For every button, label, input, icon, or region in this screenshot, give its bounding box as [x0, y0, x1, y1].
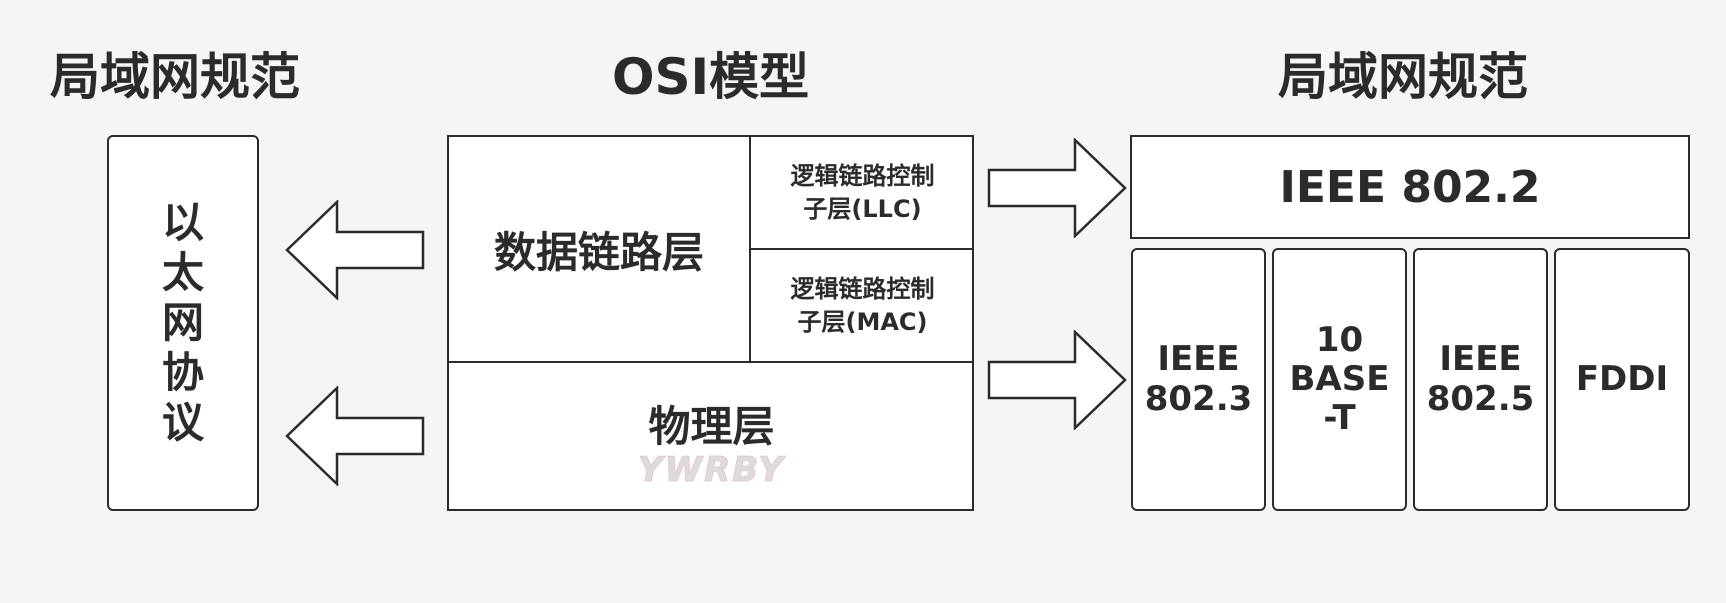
standard-line: 802.3 [1144, 378, 1253, 419]
osi-model-block: 数据链路层 逻辑链路控制 子层(LLC) 逻辑链路控制 子层(MAC) 物理层 … [447, 135, 974, 511]
ieee-802-3-box: IEEE 802.3 [1131, 248, 1266, 511]
arrow-right-icon [987, 138, 1127, 238]
fddi-box: FDDI [1554, 248, 1690, 511]
ethernet-protocol-char: 以 [161, 198, 204, 247]
llc-line1: 逻辑链路控制 [790, 162, 935, 191]
mac-line2: 子层(MAC) [797, 307, 928, 336]
10base-t-box: 10 BASE -T [1272, 248, 1407, 511]
right-title: 局域网规范 [1278, 48, 1528, 106]
data-link-layer: 数据链路层 [493, 227, 704, 277]
ethernet-protocol-char: 网 [161, 298, 204, 347]
llc-sublayer: 逻辑链路控制 子层(LLC) [751, 137, 974, 248]
ethernet-protocol-char: 太 [161, 248, 204, 297]
standard-line: FDDI [1575, 358, 1669, 399]
standard-line: -T [1323, 398, 1356, 439]
ieee-802-5-box: IEEE 802.5 [1413, 248, 1548, 511]
center-title: OSI模型 [612, 48, 810, 106]
llc-line2: 子层(LLC) [803, 194, 922, 223]
arrow-right-icon [987, 330, 1127, 430]
physical-layer: 物理层 [648, 401, 775, 451]
standard-line: 802.5 [1426, 378, 1535, 419]
ethernet-protocol-char: 议 [161, 398, 204, 447]
mac-sublayer: 逻辑链路控制 子层(MAC) [751, 250, 974, 361]
mac-line1: 逻辑链路控制 [790, 275, 935, 304]
standard-line: 10 [1315, 319, 1364, 360]
standard-line: IEEE [1439, 339, 1522, 380]
ieee-802-2-box: IEEE 802.2 [1130, 135, 1690, 239]
divider [749, 248, 974, 250]
divider [449, 361, 974, 363]
arrow-left-icon [285, 386, 425, 486]
standard-line: IEEE [1157, 339, 1240, 380]
standard-line: BASE [1289, 358, 1390, 399]
arrow-left-icon [285, 200, 425, 300]
left-title: 局域网规范 [50, 48, 300, 106]
watermark-logo: YWRBY [638, 450, 785, 491]
ethernet-protocol-box: 以 太 网 协 议 [107, 135, 259, 511]
ethernet-protocol-char: 协 [161, 348, 204, 397]
